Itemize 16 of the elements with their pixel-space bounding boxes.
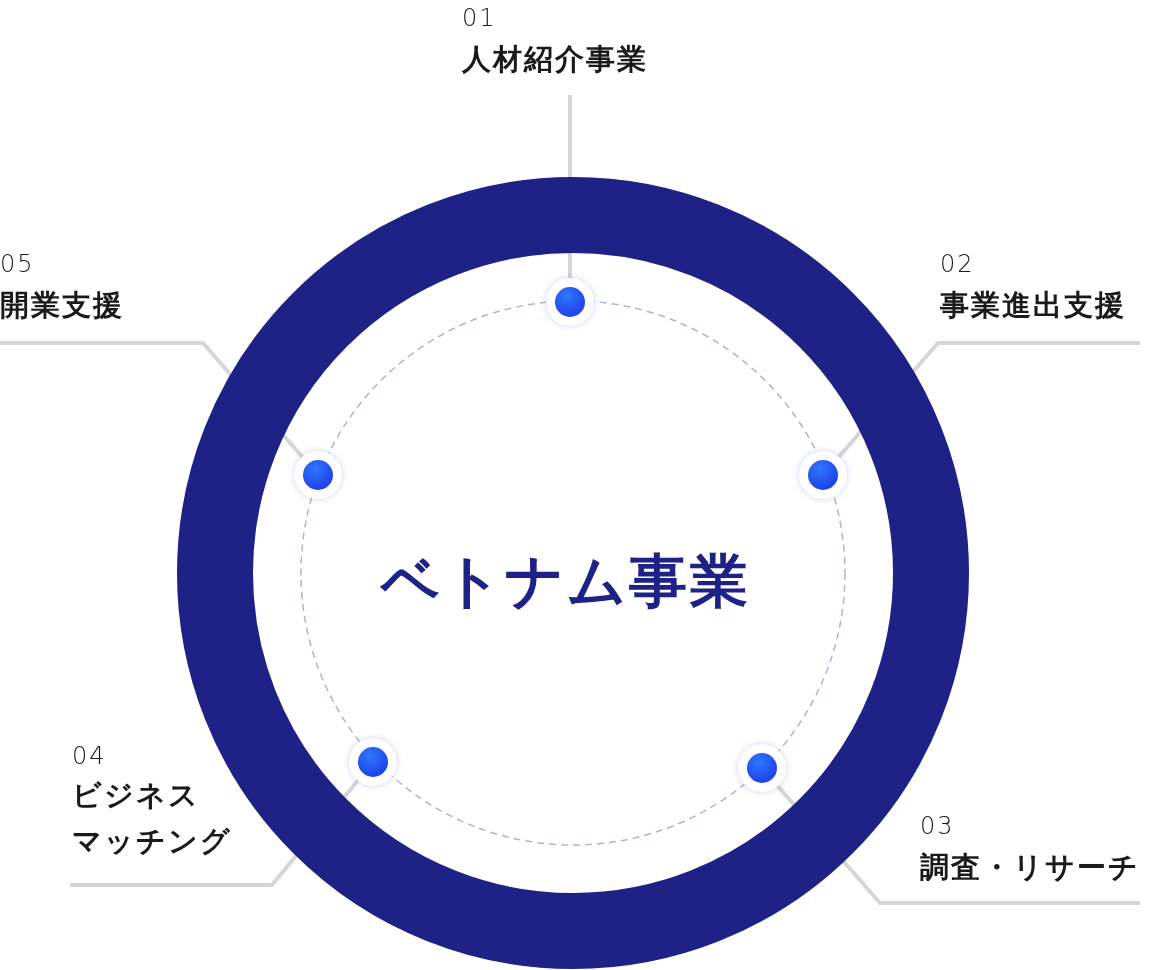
item-label: 事業進出支援: [940, 287, 1127, 324]
item-number: 01: [462, 4, 497, 32]
item-label: 開業支援: [0, 287, 125, 324]
item-label: ビジネスマッチング: [72, 777, 233, 860]
marker-dot: [546, 278, 594, 326]
item-label: 人材紹介事業: [462, 41, 649, 78]
marker-dot: [799, 451, 847, 499]
item-number: 05: [0, 250, 35, 278]
item-number: 03: [920, 812, 955, 840]
marker-dot: [738, 744, 786, 792]
center-title: ベトナム事業: [380, 546, 751, 618]
item-number: 02: [940, 250, 975, 278]
marker-dot: [349, 738, 397, 786]
item-number: 04: [72, 742, 107, 770]
marker-dot: [294, 451, 342, 499]
item-label: 調査・リサーチ: [920, 849, 1141, 886]
